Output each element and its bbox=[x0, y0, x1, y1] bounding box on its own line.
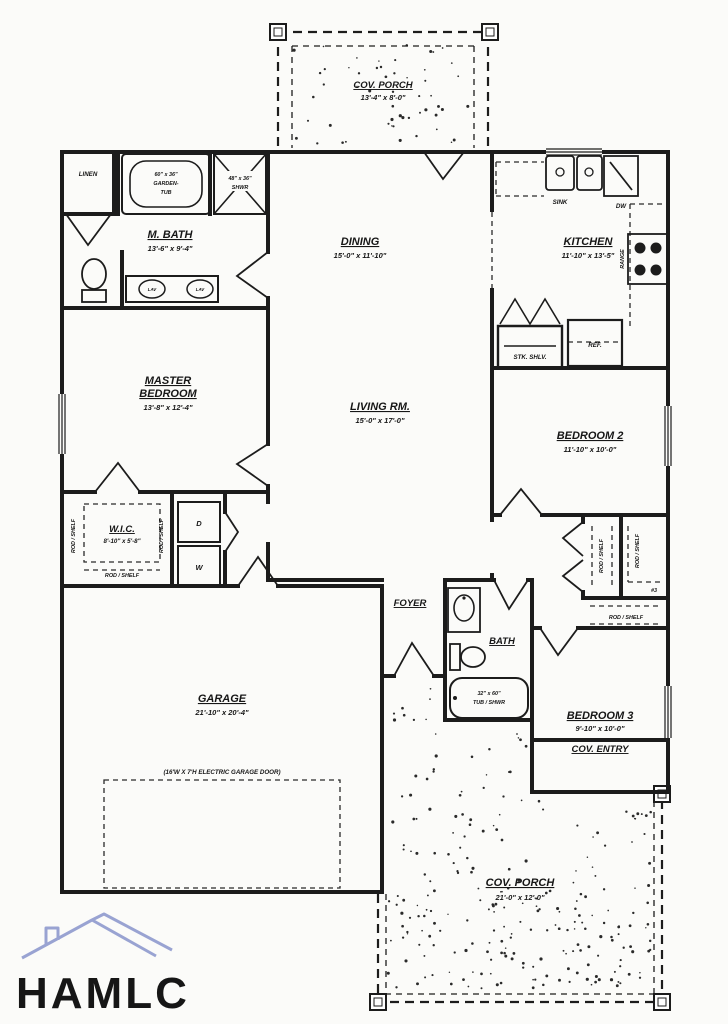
hall-bath-toilet-icon bbox=[449, 643, 486, 671]
bedroom3-label: BEDROOM 3 bbox=[567, 710, 634, 722]
shower-size: 48" x 36" bbox=[227, 176, 252, 182]
rod-shelf-wic-right: ROD / SHELF bbox=[159, 518, 165, 553]
bedroom2-label: BEDROOM 2 bbox=[557, 430, 624, 442]
wic-dims: 8'-10" x 5'-8" bbox=[103, 538, 140, 545]
top-porch-texture bbox=[292, 44, 470, 145]
dining-dims: 15'-0" x 11'-10" bbox=[334, 251, 387, 260]
garden-tub-label2: TUB bbox=[160, 190, 171, 196]
tub-size: 32" x 60" bbox=[477, 691, 501, 697]
bottom-porch-label: COV. PORCH bbox=[486, 877, 556, 889]
garden-tub bbox=[121, 153, 211, 215]
lav-label-2: LAV bbox=[196, 287, 206, 292]
mbath-label: M. BATH bbox=[147, 229, 193, 241]
pantry-stacked-shelves bbox=[496, 297, 564, 366]
windows bbox=[57, 147, 673, 738]
kitchen-sink-icon bbox=[545, 155, 603, 191]
range-icon bbox=[627, 233, 669, 285]
kitchen-dims: 11'-10" x 13'-5" bbox=[562, 251, 615, 260]
cov-entry-label: COV. ENTRY bbox=[571, 744, 630, 755]
linen-label: LINEN bbox=[79, 171, 98, 178]
rod-shelf-closet-a: ROD / SHELF bbox=[599, 538, 605, 573]
shower-label: SHWR bbox=[232, 185, 249, 191]
dashed-details bbox=[83, 161, 666, 889]
hall-bath-tub bbox=[449, 677, 529, 719]
garage-dims: 21'-10" x 20'-4" bbox=[194, 708, 249, 717]
sink-label: SINK bbox=[553, 199, 568, 206]
rod-shelf-wic-bottom: ROD / SHELF bbox=[105, 573, 140, 579]
garden-tub-label1: GARDEN- bbox=[153, 181, 178, 187]
rod-shelf-closet-b: ROD / SHELF bbox=[635, 533, 641, 568]
kitchen-label: KITCHEN bbox=[564, 236, 614, 248]
master-label-line1: MASTER bbox=[145, 375, 192, 387]
logo-text: HAMLC bbox=[16, 969, 190, 1018]
door-swings bbox=[65, 151, 584, 677]
dishwasher-icon bbox=[603, 155, 639, 197]
tub-label: TUB / SHWR bbox=[473, 700, 505, 706]
range-label: RANGE bbox=[620, 249, 626, 269]
bedroom3-dims: 9'-10" x 10'-0" bbox=[575, 724, 624, 733]
garage-door-note: (16'W X 7'H ELECTRIC GARAGE DOOR) bbox=[163, 769, 280, 776]
toilet-icon bbox=[81, 258, 107, 303]
hall-bath-lav bbox=[447, 587, 481, 633]
bottom-porch-texture bbox=[386, 687, 652, 990]
walls bbox=[60, 150, 670, 894]
rod-shelf-closet-c: ROD / SHELF bbox=[609, 615, 644, 621]
ref-label: REF. bbox=[588, 342, 602, 349]
garden-tub-size: 60" x 36" bbox=[154, 172, 178, 178]
dw-label: DW bbox=[616, 203, 627, 210]
wic-label: W.I.C. bbox=[109, 524, 135, 535]
master-dims: 13'-8" x 12'-4" bbox=[143, 403, 192, 412]
mbath-dims: 13'-6" x 9'-4" bbox=[148, 244, 193, 253]
living-dims: 15'-0" x 17'-0" bbox=[355, 416, 404, 425]
dryer-box bbox=[177, 501, 221, 587]
closet-number: #3 bbox=[651, 588, 657, 594]
logo-roof-icon bbox=[21, 912, 173, 960]
shower-stall bbox=[213, 153, 267, 215]
builder-logo: HAMLC bbox=[16, 912, 190, 1018]
refrigerator bbox=[566, 318, 624, 368]
stk-shlv-label: STK. SHLV. bbox=[513, 354, 546, 361]
top-porch-label: COV. PORCH bbox=[353, 80, 413, 91]
foyer-label: FOYER bbox=[394, 598, 427, 609]
bottom-porch-dims: 21'-0" x 12'-0" bbox=[494, 893, 544, 902]
washer-label: W bbox=[195, 563, 203, 572]
garage-label: GARAGE bbox=[198, 693, 247, 705]
rod-shelf-wic-left: ROD / SHELF bbox=[71, 518, 77, 553]
lav-label-1: LAV bbox=[148, 287, 158, 292]
dryer-label: D bbox=[196, 519, 202, 528]
bedroom2-dims: 11'-10" x 10'-0" bbox=[564, 445, 617, 454]
porch-posts bbox=[269, 23, 671, 1011]
dining-label: DINING bbox=[341, 236, 380, 248]
master-label-line2: BEDROOM bbox=[139, 388, 197, 400]
living-label: LIVING RM. bbox=[350, 401, 410, 413]
vanity-double-lav bbox=[125, 275, 219, 303]
top-porch-dims: 13'-4" x 8'-0" bbox=[361, 93, 406, 102]
bath-label: BATH bbox=[489, 636, 516, 647]
